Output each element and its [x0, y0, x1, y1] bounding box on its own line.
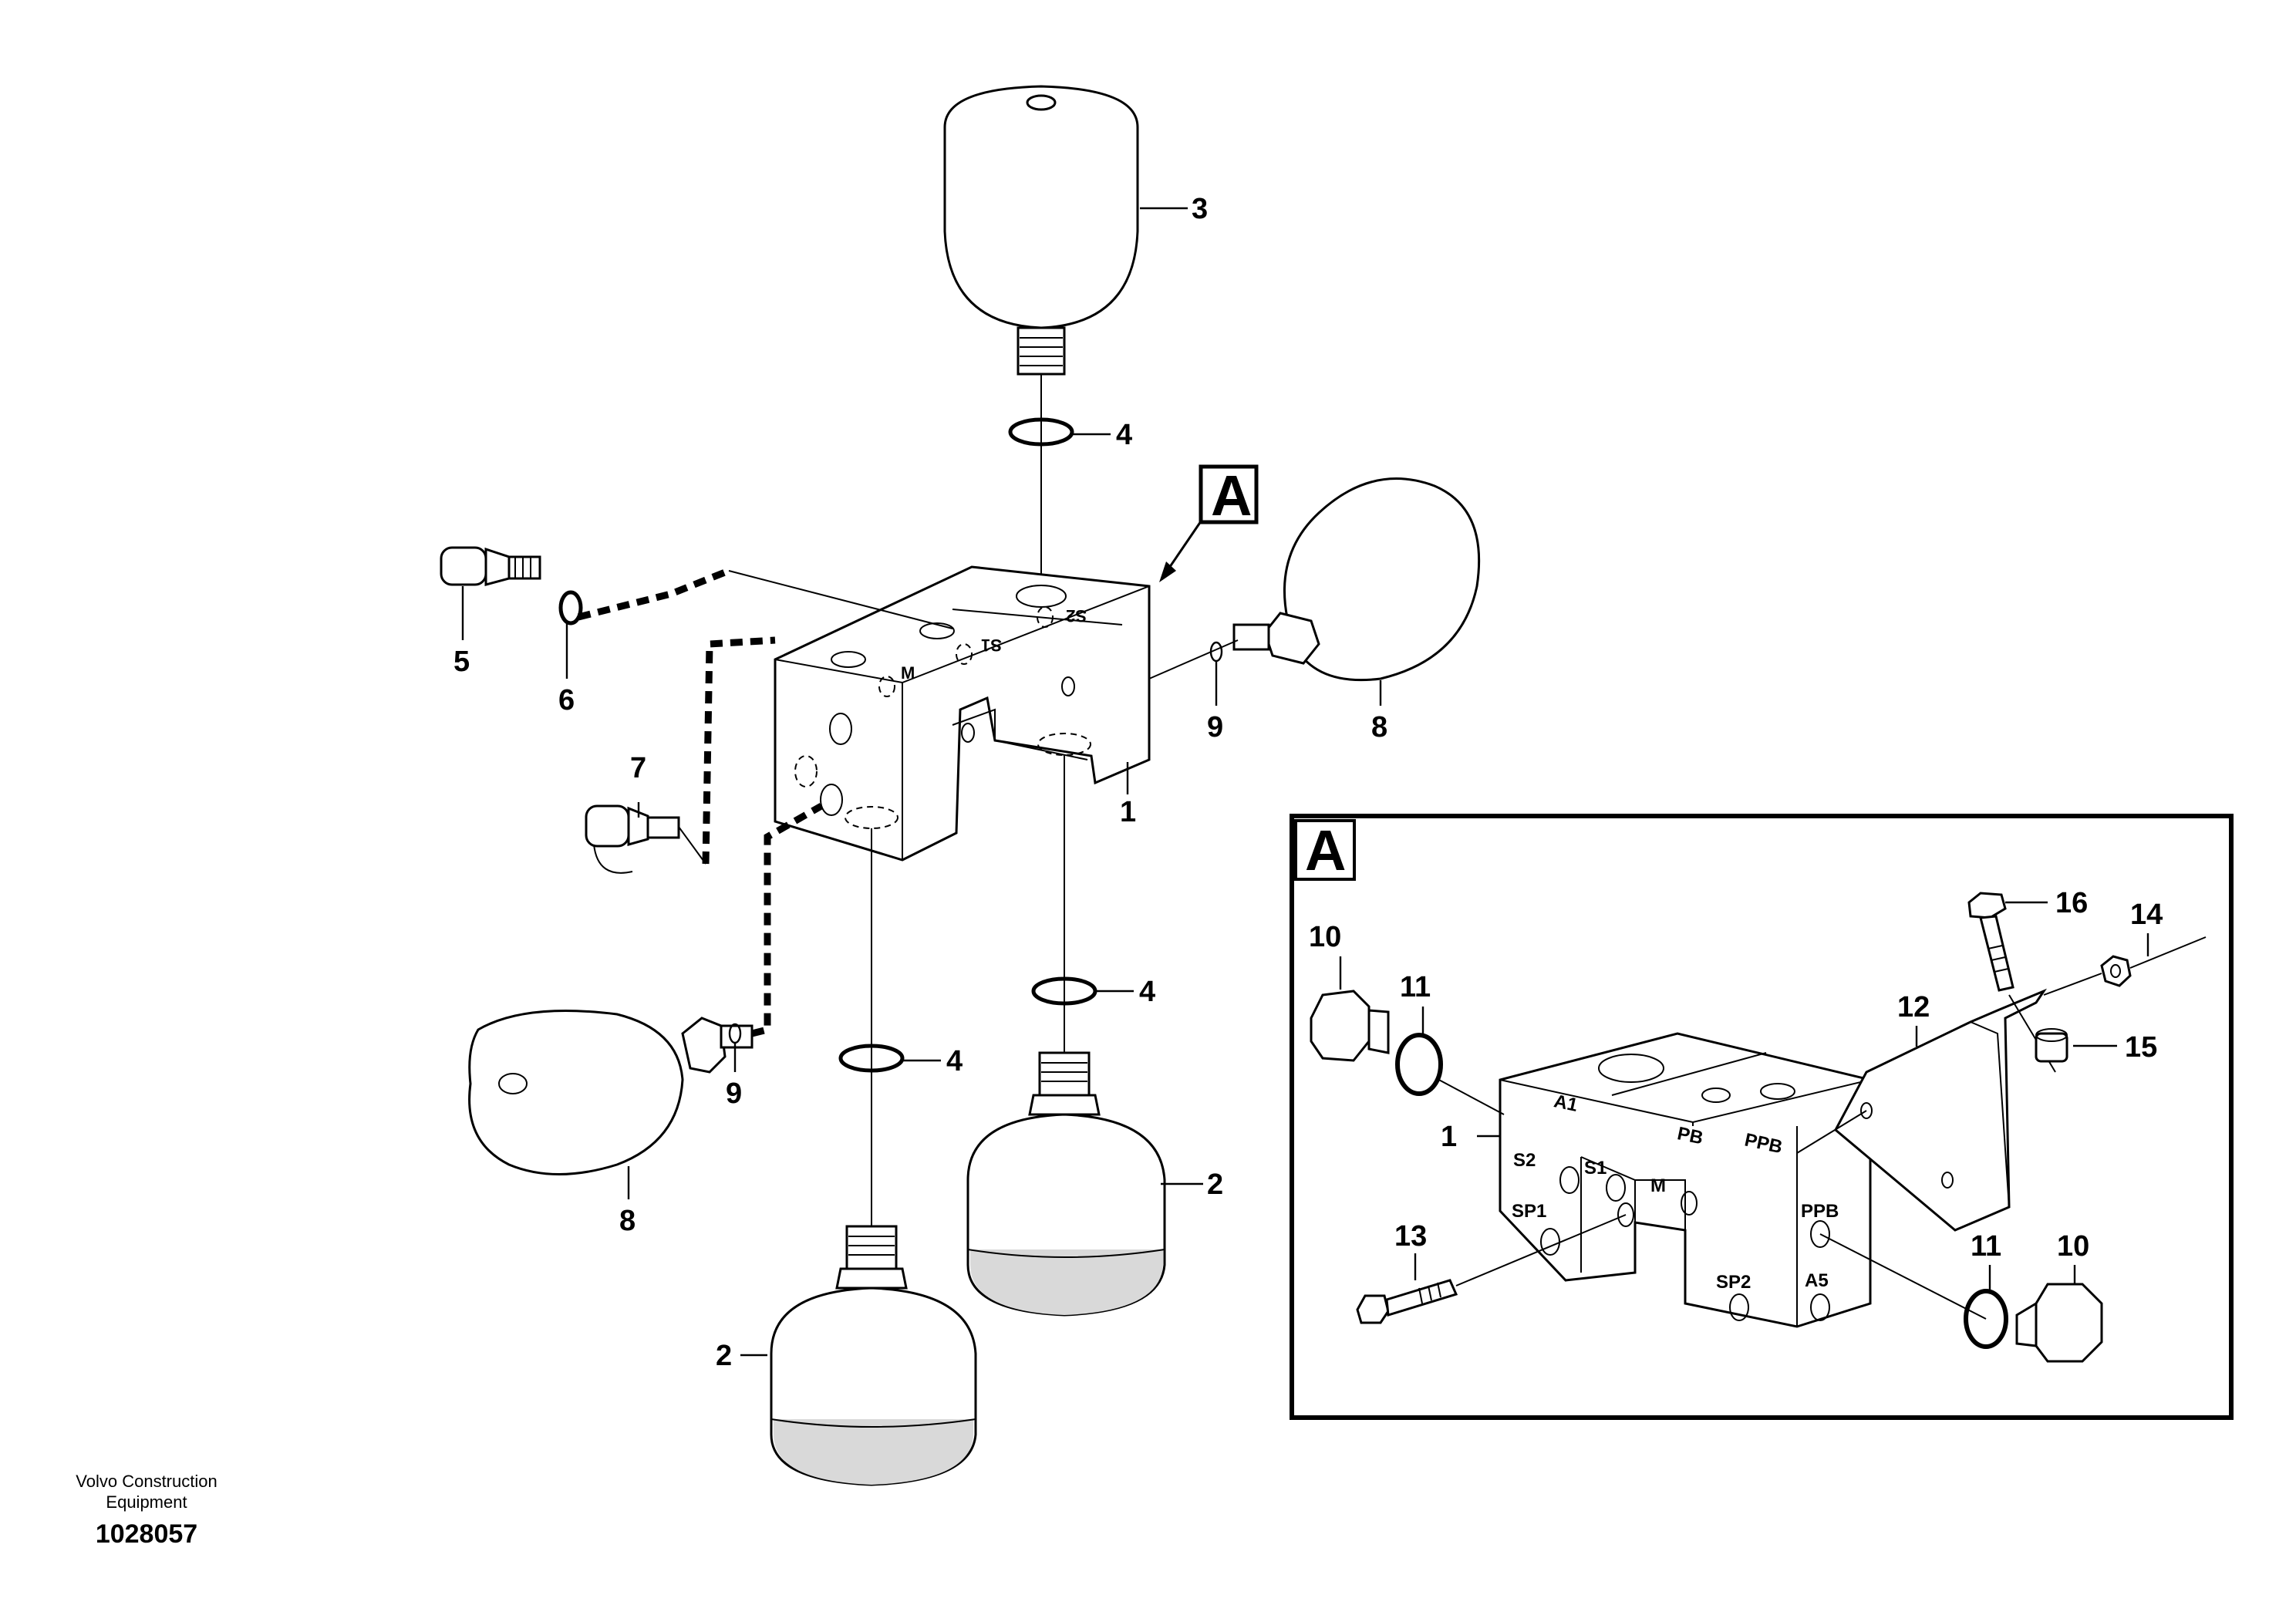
detail-bracket-12	[1834, 988, 2047, 1232]
detail-plug-right	[2015, 1283, 2103, 1363]
detail-port-sp2: SP2	[1716, 1272, 1751, 1293]
detail-port-a5: A5	[1805, 1270, 1829, 1291]
valve-block	[774, 565, 1151, 862]
detail-plug-left	[1310, 990, 1390, 1062]
callout-7: 7	[630, 752, 646, 784]
callout-3: 3	[1192, 193, 1208, 225]
port-label-s1: S1	[981, 636, 1002, 655]
test-point-7	[585, 804, 680, 874]
footer-drawing-number: 1028057	[96, 1519, 197, 1549]
callout-8-right: 8	[1371, 711, 1387, 744]
o-ring-lower	[838, 1044, 905, 1073]
detail-spacer-15	[2035, 1028, 2068, 1063]
view-marker-a	[1159, 464, 1259, 582]
callout-9-right: 9	[1207, 711, 1223, 744]
detail-callout-10-left: 10	[1309, 921, 1341, 953]
footer-company-line1: Volvo Construction	[76, 1472, 217, 1491]
footer-company-line2: Equipment	[106, 1492, 187, 1512]
callout-8-left: 8	[619, 1205, 636, 1237]
quick-coupling-5	[440, 546, 541, 586]
detail-screw-16	[1967, 892, 2014, 992]
callout-9-left: 9	[726, 1077, 742, 1110]
callout-4-middle: 4	[1139, 976, 1155, 1008]
detail-bolt-13	[1356, 1279, 1458, 1324]
accumulator-top	[943, 85, 1139, 376]
washer-6	[558, 590, 583, 626]
detail-callout-12: 12	[1897, 991, 1930, 1023]
accumulator-2-right	[966, 1051, 1166, 1317]
detail-port-s1: S1	[1584, 1158, 1607, 1179]
detail-callout-13: 13	[1394, 1220, 1427, 1253]
detail-valve-block	[1499, 1032, 1872, 1328]
detail-callout-10-right: 10	[2057, 1230, 2089, 1263]
detail-callout-16: 16	[2055, 887, 2088, 919]
accumulator-right	[1232, 477, 1481, 682]
detail-port-m: M	[1650, 1175, 1666, 1196]
detail-port-s2: S2	[1513, 1150, 1536, 1171]
detail-seal-right	[1964, 1289, 2008, 1349]
port-label-m: M	[901, 663, 915, 683]
leader-lines-main	[461, 207, 1382, 1357]
o-ring-top	[1008, 417, 1074, 447]
detail-callout-11-left: 11	[1400, 971, 1431, 1003]
detail-nut-14	[2100, 955, 2132, 987]
detail-port-sp1: SP1	[1512, 1201, 1546, 1222]
detail-callout-1: 1	[1441, 1121, 1457, 1153]
detail-view-label: A	[1305, 818, 1346, 882]
callout-5: 5	[453, 646, 470, 678]
leader-lines-detail	[1339, 901, 2149, 1290]
callout-4-top: 4	[1116, 419, 1132, 451]
accumulator-left	[468, 1010, 754, 1175]
callout-4-lower: 4	[946, 1045, 963, 1077]
callout-1: 1	[1120, 796, 1136, 828]
detail-callout-14: 14	[2130, 899, 2163, 931]
callout-2-left: 2	[716, 1340, 732, 1372]
port-label-s2: S2	[1066, 606, 1087, 626]
detail-callout-11-right: 11	[1971, 1230, 2001, 1263]
detail-port-ppb-side: PPB	[1801, 1201, 1839, 1222]
detail-callout-15: 15	[2125, 1031, 2157, 1064]
detail-port-a1: A1	[1552, 1091, 1580, 1116]
callout-2-right: 2	[1207, 1168, 1223, 1201]
detail-view-a	[1290, 814, 2234, 1420]
callout-6: 6	[558, 684, 575, 717]
accumulator-2-left	[770, 1225, 977, 1486]
detail-seal-left	[1395, 1033, 1443, 1096]
o-ring-9-right	[1209, 641, 1223, 663]
view-marker-label: A	[1211, 464, 1252, 528]
